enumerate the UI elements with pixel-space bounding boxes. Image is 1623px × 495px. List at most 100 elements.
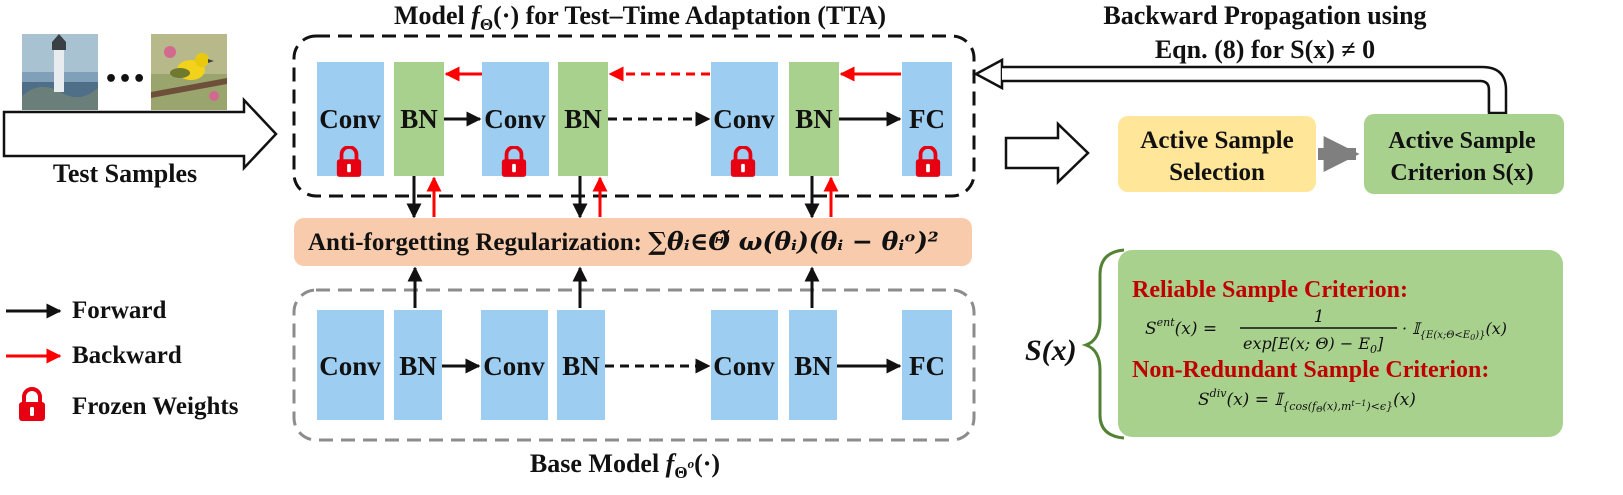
reliable-den-sub: 0 bbox=[1370, 343, 1377, 356]
tta-bn-2-label: BN bbox=[564, 104, 602, 134]
reliable-criterion-title: Reliable Sample Criterion: bbox=[1132, 277, 1408, 303]
base-conv-1-label: Conv bbox=[319, 351, 381, 381]
thumbnail-ellipsis: ••• bbox=[104, 67, 146, 92]
criterion-line-1: Active Sample bbox=[1388, 128, 1536, 154]
selection-line-2: Selection bbox=[1169, 159, 1265, 186]
base-title-prefix: Base Model bbox=[530, 449, 666, 478]
nonredundant-sub-sup: t−1 bbox=[1351, 399, 1366, 408]
nonredundant-s: S bbox=[1198, 390, 1210, 410]
base-title-suffix: (·) bbox=[694, 449, 720, 478]
base-bn-3-label: BN bbox=[794, 351, 832, 381]
nonredundant-rest: (x) = 𝕀 bbox=[1226, 390, 1285, 410]
base-title-sup: o bbox=[688, 456, 695, 471]
criteria-panel bbox=[1118, 250, 1563, 437]
nonredundant-formula-text: Sdiv(x) = 𝕀{cos(fΘ(x),mt−1)<ϵ}(x) bbox=[1198, 387, 1416, 414]
tta-conv-3-label: Conv bbox=[713, 104, 775, 134]
tta-bn-2 bbox=[558, 62, 608, 176]
lighthouse-image bbox=[22, 34, 98, 110]
tta-conv-2-label: Conv bbox=[484, 104, 546, 134]
model-title-theta: Θ bbox=[480, 15, 493, 34]
base-bn-1-label: BN bbox=[399, 351, 437, 381]
reliable-formula-s: S bbox=[1145, 319, 1157, 339]
nonredundant-formula: Sdiv(x) = 𝕀{cos(fΘ(x),mt−1)<ϵ}(x) bbox=[1198, 387, 1416, 414]
tta-model-blocks: Conv BN Conv BN Conv BN FC bbox=[317, 62, 952, 178]
criterion-line-2: Criterion S(x) bbox=[1390, 160, 1533, 186]
backprop-line-1: Backward Propagation using bbox=[1103, 1, 1426, 30]
tta-conv-3 bbox=[711, 62, 778, 176]
backprop-line-2: Eqn. (8) for S(x) ≠ 0 bbox=[1155, 35, 1375, 64]
test-samples-arrow bbox=[2, 96, 278, 172]
tta-fc bbox=[902, 62, 952, 176]
base-conv-3-label: Conv bbox=[713, 351, 775, 381]
test-sample-thumbnails: ••• bbox=[22, 34, 227, 110]
reliable-formula-sup: ent bbox=[1157, 316, 1176, 329]
model-title-prefix: Model bbox=[394, 1, 471, 30]
nonredundant-sup: div bbox=[1210, 387, 1228, 400]
regularization-label: Anti-forgetting Regularization: bbox=[308, 229, 648, 256]
tta-bn-1 bbox=[394, 62, 444, 176]
reliable-formula-numerator: 1 bbox=[1314, 307, 1325, 327]
reliable-formula-indicator: · 𝕀{E(x;Θ<E0)}(x) bbox=[1402, 319, 1507, 342]
tta-conv-2 bbox=[482, 62, 549, 176]
base-model-blocks: Conv BN Conv BN Conv BN FC bbox=[317, 310, 952, 420]
tta-conv-1-label: Conv bbox=[319, 104, 381, 134]
active-sample-selection-box bbox=[1118, 116, 1316, 192]
tta-conv-1 bbox=[317, 62, 384, 176]
regularization-formula: ∑θᵢ∈Θ̃ ω(θᵢ)(θᵢ − θᵢᵒ)² bbox=[648, 227, 939, 256]
base-fc bbox=[902, 310, 952, 420]
backprop-arrowhead bbox=[973, 57, 1004, 91]
legend-frozen-label: Frozen Weights bbox=[72, 393, 239, 420]
reliable-formula-lhs: Sent(x) = bbox=[1145, 316, 1217, 339]
reliable-den-main: exp[E(x; Θ) − E bbox=[1243, 334, 1370, 353]
regularization-box bbox=[294, 218, 972, 266]
test-samples-label: Test Samples bbox=[53, 159, 197, 188]
sx-label: S(x) bbox=[1025, 334, 1077, 367]
nonredundant-sub-rest: (x),m bbox=[1323, 400, 1352, 413]
reliable-formula-denominator: exp[E(x; Θ) − E0] bbox=[1243, 334, 1384, 356]
base-title-f: f bbox=[666, 449, 677, 478]
base-conv-2-label: Conv bbox=[483, 351, 545, 381]
reliable-ind-sub3: )} bbox=[1474, 330, 1485, 341]
tta-bn-3 bbox=[789, 62, 839, 176]
nonredundant-sub: {cos(f bbox=[1282, 400, 1318, 413]
base-conv-2 bbox=[481, 310, 548, 420]
tta-fc-label: FC bbox=[909, 104, 945, 134]
reliable-ind: · 𝕀 bbox=[1402, 319, 1422, 338]
model-title-f: f bbox=[471, 1, 482, 30]
base-model-box bbox=[292, 288, 976, 442]
active-sample-criterion-box bbox=[1364, 114, 1564, 194]
base-title-theta: Θ bbox=[674, 463, 687, 482]
nonredundant-sub-end: )<ϵ} bbox=[1365, 400, 1393, 413]
base-bn-3 bbox=[789, 310, 837, 420]
tta-bn-1-label: BN bbox=[400, 104, 438, 134]
model-title: Model fΘ(·) for Test–Time Adaptation (TT… bbox=[394, 1, 886, 34]
base-bn-1 bbox=[394, 310, 442, 420]
nonredundant-tail: (x) bbox=[1393, 390, 1416, 410]
tta-to-selection-arrow bbox=[1004, 121, 1090, 185]
reliable-den-end: ] bbox=[1376, 334, 1384, 353]
legend-forward-label: Forward bbox=[72, 297, 167, 324]
reliable-ind-sub: {E(x;Θ<E bbox=[1420, 330, 1471, 341]
legend-backward-label: Backward bbox=[72, 342, 182, 369]
criteria-brace bbox=[1081, 248, 1125, 440]
base-bn-2 bbox=[557, 310, 605, 420]
legend: Forward Backward Frozen Weights bbox=[6, 297, 239, 421]
base-bn-2-label: BN bbox=[562, 351, 600, 381]
tta-model-box bbox=[292, 34, 976, 198]
backprop-path-outline bbox=[1002, 65, 1508, 115]
base-conv-1 bbox=[317, 310, 384, 420]
base-model-title: Base Model fΘo(·) bbox=[530, 449, 720, 482]
nonredundant-criterion-title: Non-Redundant Sample Criterion: bbox=[1132, 357, 1489, 383]
reliable-formula: Sent(x) = 1 exp[E(x; Θ) − E0] · 𝕀{E(x;Θ<… bbox=[1145, 307, 1507, 356]
model-title-suffix: (·) for Test–Time Adaptation (TTA) bbox=[493, 1, 886, 30]
selection-line-1: Active Sample bbox=[1140, 127, 1293, 154]
tta-reg-arrows bbox=[406, 176, 839, 219]
tta-bn-3-label: BN bbox=[795, 104, 833, 134]
reliable-tail: (x) bbox=[1485, 319, 1507, 338]
bird-image bbox=[151, 34, 227, 110]
reliable-formula-lhs-rest: (x) = bbox=[1175, 319, 1218, 339]
legend-lock-icon bbox=[19, 389, 45, 421]
nonredundant-sub-theta: Θ bbox=[1316, 405, 1323, 414]
base-fc-label: FC bbox=[909, 351, 945, 381]
